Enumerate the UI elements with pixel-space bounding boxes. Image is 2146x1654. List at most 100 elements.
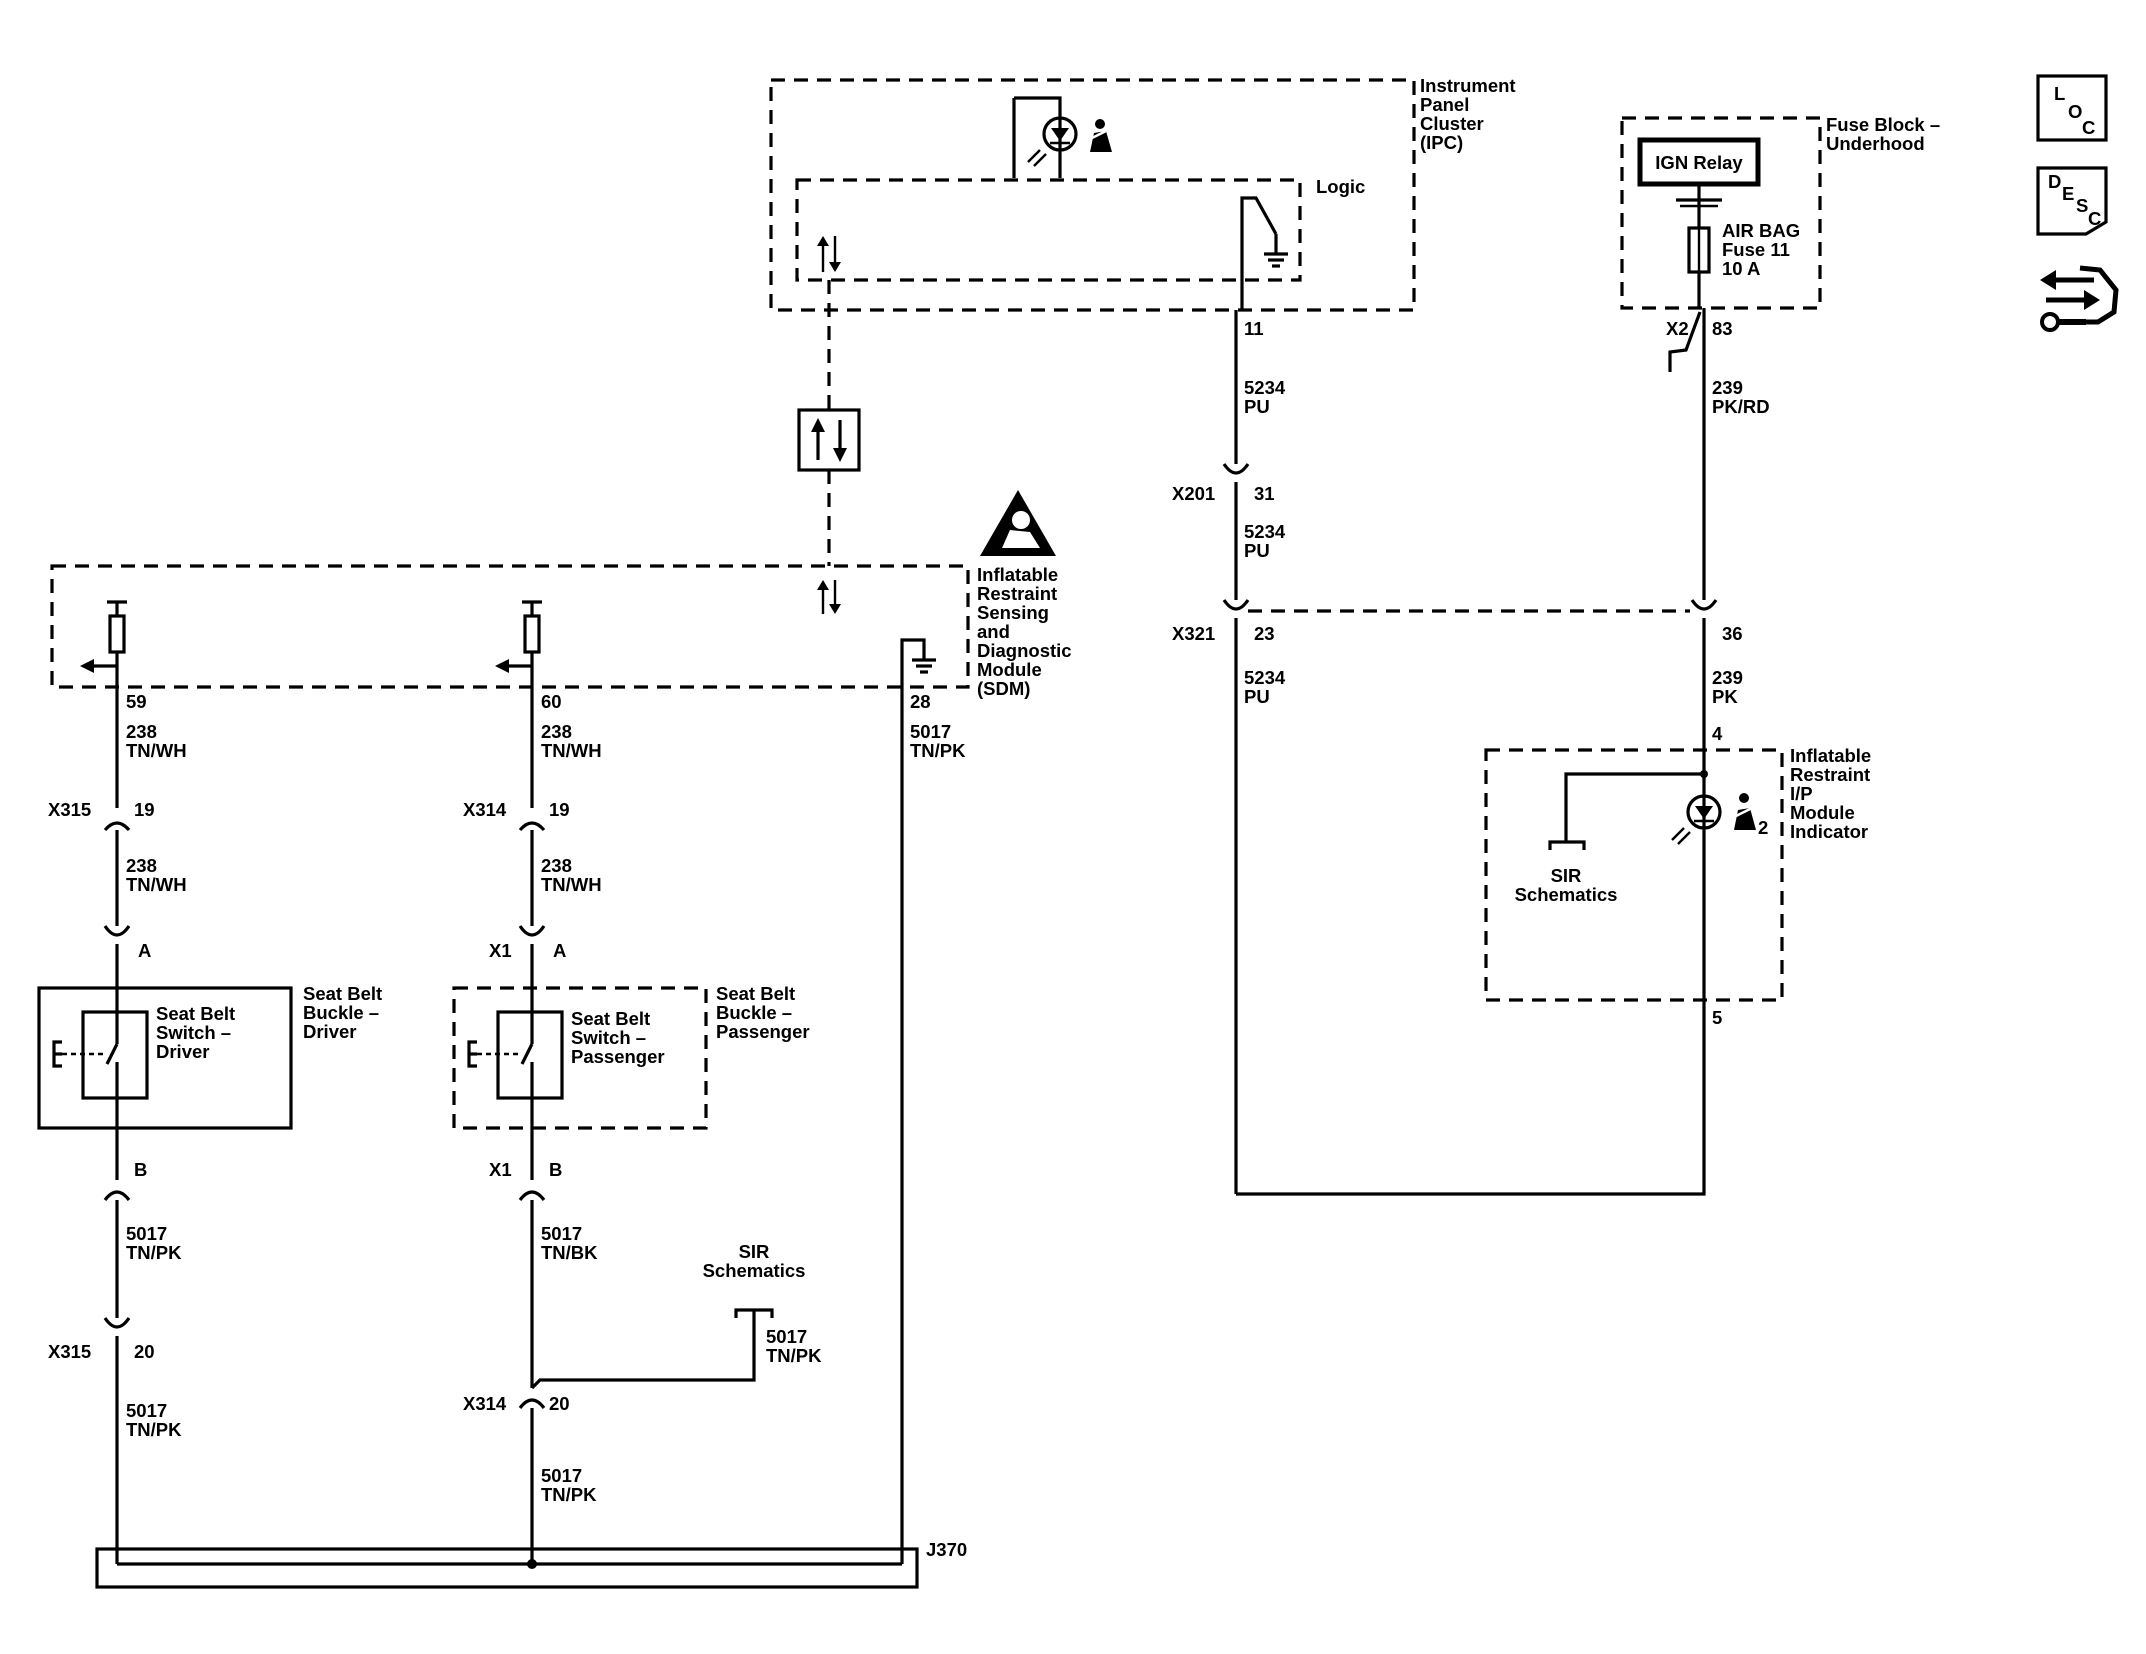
indicator-label-3: I/P [1790, 783, 1813, 804]
sdm-input-resistor-passenger [495, 600, 542, 690]
connector-x314-20 [518, 1398, 546, 1410]
desc-letter-c: C [2088, 208, 2101, 229]
wire-5017-sdm-color: TN/PK [910, 740, 966, 761]
connector-x315-19 [103, 821, 131, 832]
connector-x315-20 [103, 1317, 131, 1329]
sdm-pin-60: 60 [541, 691, 562, 712]
sdm-ground-icon [900, 638, 936, 690]
x314-pin-19: 19 [549, 799, 570, 820]
connector-x321-23 [1222, 599, 1250, 611]
wire-238-pass-2-color: TN/WH [541, 874, 602, 895]
desc-icon[interactable]: D E S C [2036, 166, 2108, 236]
fuse-label-3: 10 A [1722, 258, 1760, 279]
driver-pin-a: A [138, 940, 151, 961]
driver-pin-b: B [134, 1159, 147, 1180]
x314-pin-20: 20 [549, 1393, 570, 1414]
desc-letter-s: S [2076, 195, 2088, 216]
passenger-circuit: 238 TN/WH X314 19 238 TN/WH X1 A Seat Be… [452, 690, 822, 1564]
fuse-block-underhood: Fuse Block – Underhood IGN Relay AIR BAG… [1620, 114, 1940, 310]
wire-5017-driver-1-num: 5017 [126, 1223, 167, 1244]
wire-239-1-num: 239 [1712, 377, 1743, 398]
indicator-label-5: Indicator [1790, 821, 1868, 842]
wire-5017-pass-1-num: 5017 [541, 1223, 582, 1244]
wire-239-2-num: 239 [1712, 667, 1743, 688]
connector-arrows-icon[interactable] [2040, 265, 2119, 332]
indicator-label-2: Restraint [1790, 764, 1870, 785]
sdm-bidirectional-arrows-icon [817, 580, 841, 614]
pass-pin-b: B [549, 1159, 562, 1180]
driver-buckle-label-1: Seat Belt [303, 983, 382, 1004]
fuse-feed-circuit: X2 83 239 PK/RD 36 239 PK 4 [1666, 308, 1770, 770]
pass-buckle-label-2: Buckle – [716, 1002, 792, 1023]
sir-left-label-1: SIR [739, 1241, 770, 1262]
ipc-label-4: (IPC) [1420, 132, 1463, 153]
x321-label: X321 [1172, 623, 1215, 644]
wire-5234-2-num: 5234 [1244, 521, 1286, 542]
sdm-label-3: Sensing [977, 602, 1049, 623]
sdm-input-resistor-driver [80, 600, 127, 690]
wire-238-driver-1-color: TN/WH [126, 740, 187, 761]
ip-module-indicator: Inflatable Restraint I/P Module Indicato… [1484, 745, 1871, 1002]
connector-driver-a [103, 925, 131, 937]
driver-switch-label-2: Switch – [156, 1022, 231, 1043]
pass-conn-x1-a: X1 [489, 940, 512, 961]
x315-pin-20: 20 [134, 1341, 155, 1362]
bidirectional-arrows-icon [817, 236, 841, 272]
logic-ground-switch-icon [1240, 196, 1288, 310]
x314-label-upper: X314 [463, 799, 507, 820]
loc-icon[interactable]: L O C [2036, 74, 2108, 142]
driver-switch-icon [52, 1012, 119, 1098]
wire-238-pass-1-num: 238 [541, 721, 572, 742]
wire-5017-driver-2-num: 5017 [126, 1400, 167, 1421]
sdm-pin-59: 59 [126, 691, 147, 712]
pass-switch-label-3: Passenger [571, 1046, 665, 1067]
splice-j370: J370 [95, 1539, 967, 1589]
loc-letter-c: C [2082, 117, 2095, 138]
sir-branch-wire [530, 1310, 756, 1390]
connector-x201-31 [1222, 463, 1250, 475]
sdm-label-1: Inflatable [977, 564, 1058, 585]
airbag-warning-icon [980, 490, 1056, 556]
sir-left-connector [734, 1308, 774, 1318]
wire-5017-pass-1-color: TN/BK [541, 1242, 598, 1263]
indicator-subscript: 2 [1758, 817, 1768, 838]
driver-buckle-box [37, 986, 293, 1130]
wire-238-driver-2-color: TN/WH [126, 874, 187, 895]
sdm-label-5: Diagnostic [977, 640, 1072, 661]
wire-5017-sir-color: TN/PK [766, 1345, 822, 1366]
wire-5234-3-num: 5234 [1244, 667, 1286, 688]
sdm-module: Inflatable Restraint Sensing and Diagnos… [50, 490, 1072, 699]
x321-pin-23: 23 [1254, 623, 1275, 644]
indicator-return-wire [1236, 1000, 1706, 1196]
x201-label: X201 [1172, 483, 1215, 504]
indicator-label-1: Inflatable [1790, 745, 1871, 766]
wire-239-1-color: PK/RD [1712, 396, 1770, 417]
ign-relay-label: IGN Relay [1655, 152, 1743, 173]
passenger-switch-icon [467, 1012, 534, 1098]
sdm-label-6: Module [977, 659, 1042, 680]
x321-pin-36: 36 [1722, 623, 1743, 644]
driver-switch-label-1: Seat Belt [156, 1003, 235, 1024]
passenger-buckle-box [452, 986, 708, 1130]
desc-letter-e: E [2062, 183, 2074, 204]
wire-238-driver-1-num: 238 [126, 721, 157, 742]
pass-conn-x1-b: X1 [489, 1159, 512, 1180]
x2-label: X2 [1666, 318, 1689, 339]
desc-letter-d: D [2048, 171, 2061, 192]
wire-5017-sir-num: 5017 [766, 1326, 807, 1347]
sdm-label-7: (SDM) [977, 678, 1030, 699]
driver-switch-label-3: Driver [156, 1041, 209, 1062]
pass-buckle-label-1: Seat Belt [716, 983, 795, 1004]
wire-5017-pass-2-num: 5017 [541, 1465, 582, 1486]
indicator-pin-5: 5 [1712, 1007, 1722, 1028]
pass-buckle-label-3: Passenger [716, 1021, 810, 1042]
connector-pass-a [518, 925, 546, 937]
wire-5234-1-color: PU [1244, 396, 1270, 417]
logic-label: Logic [1316, 176, 1365, 197]
driver-buckle-label-2: Buckle – [303, 1002, 379, 1023]
serial-data-icon [797, 408, 861, 472]
ipc-label-1: Instrument [1420, 75, 1516, 96]
connector-pass-b [518, 1190, 546, 1202]
wire-5017-sdm-num: 5017 [910, 721, 951, 742]
